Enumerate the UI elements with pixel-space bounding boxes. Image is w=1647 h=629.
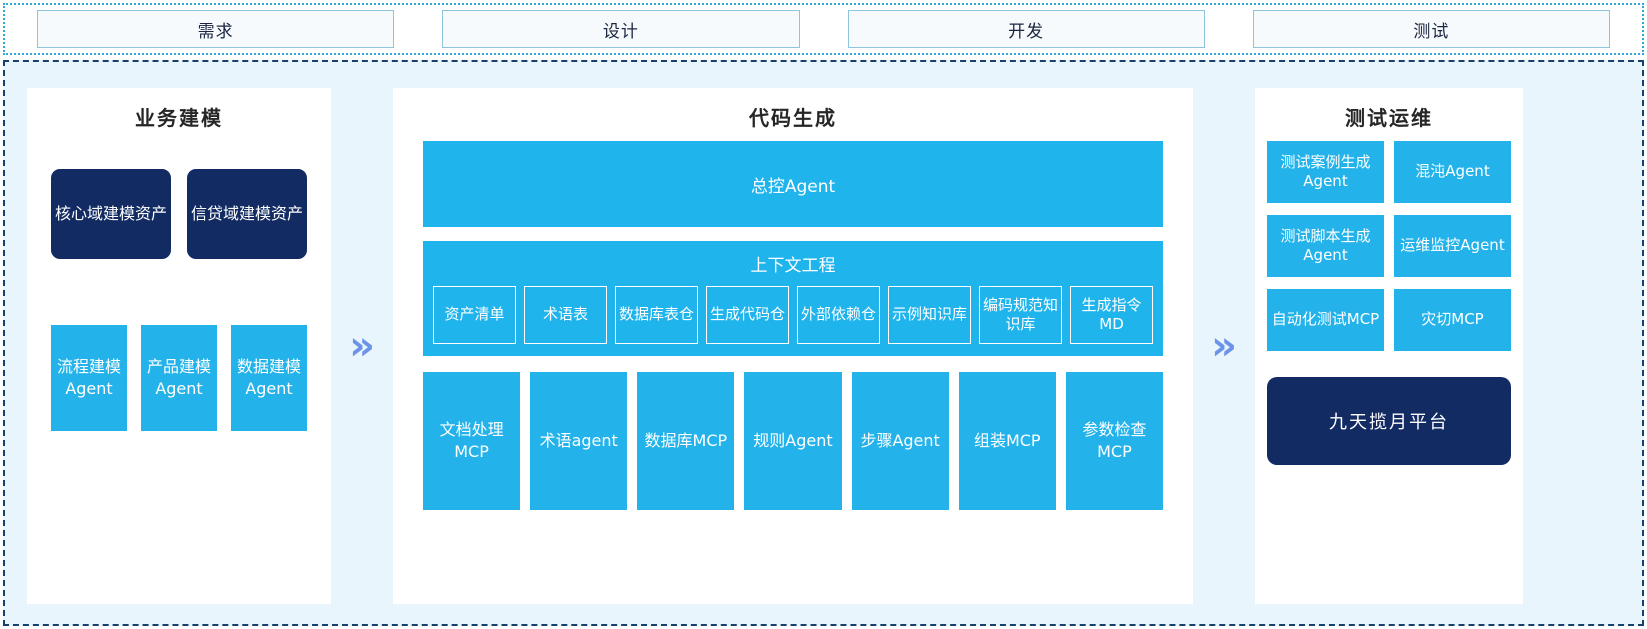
modeling-agent-row: 流程建模Agent 产品建模Agent 数据建模Agent: [39, 325, 319, 431]
stage-strip: 需求 设计 开发 测试: [3, 3, 1644, 55]
test-box-label: 运维监控Agent: [1400, 236, 1505, 255]
tool-database-mcp[interactable]: 数据库MCP: [637, 372, 735, 510]
test-box-label: 测试案例生成Agent: [1280, 152, 1371, 191]
tool-assembly-mcp[interactable]: 组装MCP: [958, 372, 1056, 510]
context-item-asset-list[interactable]: 资产清单: [433, 286, 516, 344]
tool-label: 步骤Agent: [860, 431, 940, 451]
panel-title-business-modeling: 业务建模: [135, 106, 223, 130]
chevron-glyph: »: [349, 323, 375, 369]
master-agent-box[interactable]: 总控Agent: [423, 141, 1163, 227]
asset-label: 信贷域建模资产: [191, 204, 304, 224]
panel-business-modeling: 业务建模 核心域建模资产 信贷域建模资产 流程建模Agent 产品建模Agent: [27, 88, 331, 604]
stage-box-requirements[interactable]: 需求: [37, 10, 395, 48]
master-agent-label: 总控Agent: [750, 176, 836, 197]
context-item-external-dependency-repo[interactable]: 外部依赖仓: [797, 286, 880, 344]
context-item-label: 编码规范知识库: [982, 295, 1058, 333]
context-item-example-knowledge-base[interactable]: 示例知识库: [888, 286, 971, 344]
tool-label: 参数检查MCP: [1082, 420, 1147, 461]
context-item-row: 资产清单 术语表 数据库表仓 生成代码仓 外部依赖仓: [433, 286, 1153, 344]
chevron-right-icon-1: »: [331, 88, 393, 604]
context-item-label: 示例知识库: [891, 305, 967, 324]
stage-label: 设计: [602, 21, 639, 42]
tool-label: 规则Agent: [753, 431, 833, 451]
context-item-label: 术语表: [542, 305, 588, 324]
platform-box[interactable]: 九天揽月平台: [1267, 377, 1511, 465]
context-item-coding-standard-knowledge-base[interactable]: 编码规范知识库: [979, 286, 1062, 344]
automated-test-mcp[interactable]: 自动化测试MCP: [1267, 289, 1384, 351]
test-box-label: 混沌Agent: [1415, 162, 1490, 181]
context-engineering-title: 上下文工程: [750, 256, 836, 276]
tool-rule-agent[interactable]: 规则Agent: [744, 372, 842, 510]
chevron-glyph: »: [1211, 323, 1237, 369]
test-box-label: 自动化测试MCP: [1271, 310, 1380, 329]
tool-label: 文档处理MCP: [439, 420, 504, 461]
stage-box-design[interactable]: 设计: [442, 10, 800, 48]
test-ops-grid: 测试案例生成Agent 混沌Agent 测试脚本生成Agent 运维监控Agen…: [1267, 141, 1511, 351]
context-item-label: 外部依赖仓: [800, 305, 876, 324]
tool-label: 数据库MCP: [644, 431, 728, 451]
tool-glossary-agent[interactable]: 术语agent: [530, 372, 628, 510]
test-box-label: 测试脚本生成Agent: [1280, 226, 1371, 265]
main-frame: 业务建模 核心域建模资产 信贷域建模资产 流程建模Agent 产品建模Agent: [3, 60, 1644, 626]
tool-label: 组装MCP: [973, 431, 1041, 451]
tool-step-agent[interactable]: 步骤Agent: [851, 372, 949, 510]
stage-box-development[interactable]: 开发: [847, 10, 1205, 48]
panels-container: 业务建模 核心域建模资产 信贷域建模资产 流程建模Agent 产品建模Agent: [5, 62, 1642, 624]
tool-parameter-check-mcp[interactable]: 参数检查MCP: [1065, 372, 1163, 510]
modeling-agent-label: 流程建模Agent: [56, 356, 121, 398]
context-engineering-block: 上下文工程 资产清单 术语表 数据库表仓 生成代码仓: [423, 241, 1163, 356]
context-item-generation-instruction-md[interactable]: 生成指令MD: [1070, 286, 1153, 344]
panel-title-test-operations: 测试运维: [1345, 106, 1433, 130]
test-case-generation-agent[interactable]: 测试案例生成Agent: [1267, 141, 1384, 203]
ops-monitoring-agent[interactable]: 运维监控Agent: [1394, 215, 1511, 277]
asset-row: 核心域建模资产 信贷域建模资产: [39, 169, 319, 259]
panel-test-operations: 测试运维 测试案例生成Agent 混沌Agent 测试脚本生成Agent 运维监…: [1255, 88, 1523, 604]
modeling-agent-process[interactable]: 流程建模Agent: [51, 325, 127, 431]
asset-box-credit-domain[interactable]: 信贷域建模资产: [187, 169, 307, 259]
tool-document-processing-mcp[interactable]: 文档处理MCP: [423, 372, 521, 510]
context-item-label: 生成代码仓: [709, 305, 785, 324]
asset-label: 核心域建模资产: [55, 204, 168, 224]
stage-label: 需求: [197, 21, 234, 42]
test-box-label: 灾切MCP: [1421, 310, 1484, 329]
panel-title-code-generation: 代码生成: [749, 106, 837, 130]
modeling-agent-label: 产品建模Agent: [146, 356, 211, 398]
modeling-agent-product[interactable]: 产品建模Agent: [141, 325, 217, 431]
tool-label: 术语agent: [539, 431, 618, 451]
platform-label: 九天揽月平台: [1329, 412, 1449, 433]
stage-box-testing[interactable]: 测试: [1252, 10, 1610, 48]
context-item-label: 数据库表仓: [618, 305, 694, 324]
chaos-agent[interactable]: 混沌Agent: [1394, 141, 1511, 203]
asset-box-core-domain[interactable]: 核心域建模资产: [51, 169, 171, 259]
tool-row: 文档处理MCP 术语agent 数据库MCP 规则Agent 步骤Agent: [423, 372, 1163, 510]
stage-label: 开发: [1008, 21, 1045, 42]
context-item-db-table-repo[interactable]: 数据库表仓: [615, 286, 698, 344]
chevron-right-icon-2: »: [1193, 88, 1255, 604]
modeling-agent-data[interactable]: 数据建模Agent: [231, 325, 307, 431]
context-item-label: 资产清单: [444, 305, 505, 324]
context-item-generated-code-repo[interactable]: 生成代码仓: [706, 286, 789, 344]
disaster-switch-mcp[interactable]: 灾切MCP: [1394, 289, 1511, 351]
stage-label: 测试: [1413, 21, 1450, 42]
modeling-agent-label: 数据建模Agent: [236, 356, 301, 398]
context-item-glossary[interactable]: 术语表: [524, 286, 607, 344]
test-script-generation-agent[interactable]: 测试脚本生成Agent: [1267, 215, 1384, 277]
context-item-label: 生成指令MD: [1081, 295, 1142, 333]
panel-code-generation: 代码生成 总控Agent 上下文工程 资产清单 术语表 数据库表仓: [393, 88, 1193, 604]
